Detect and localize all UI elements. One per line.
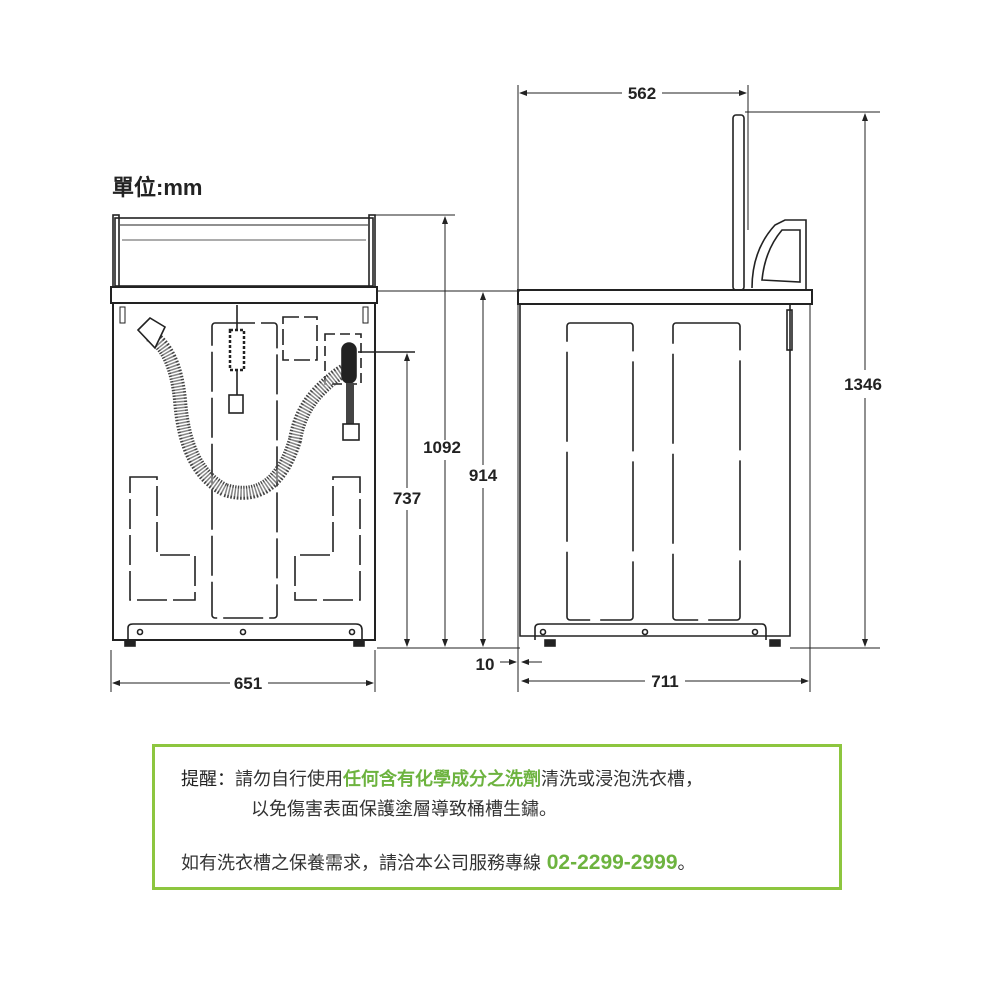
notice-text: 如有洗衣槽之保養需求，請洽本公司服務專線 — [181, 853, 541, 874]
dim-1346: 1346 — [844, 375, 882, 394]
notice-text: 清洗或浸泡洗衣槽， — [541, 769, 703, 790]
dim-651: 651 — [234, 674, 262, 693]
notice-line-2: 以免傷害表面保護塗層導致桶槽生鏽。 — [251, 799, 557, 820]
dim-10: 10 — [476, 655, 495, 674]
dim-711: 711 — [651, 672, 678, 691]
notice-line-3: 如有洗衣槽之保養需求，請洽本公司服務專線 02-2299-2999。 — [181, 849, 696, 875]
dim-914: 914 — [469, 466, 498, 485]
service-phone: 02-2299-2999 — [546, 851, 678, 874]
notice-highlight: 任何含有化學成分之洗劑 — [343, 769, 541, 790]
unit-label: 單位:mm — [112, 175, 203, 200]
notice-prefix: 提醒： — [181, 769, 235, 790]
side-view — [517, 114, 813, 647]
dim-1092: 1092 — [423, 438, 461, 457]
notice-text: 。 — [677, 853, 696, 874]
maintenance-notice-box: 提醒：請勿自行使用任何含有化學成分之洗劑清洗或浸泡洗衣槽， 以免傷害表面保護塗層… — [152, 744, 842, 890]
front-view — [110, 214, 415, 647]
washer-dimension-diagram: 1092 914 737 651 10 562 1346 711 — [110, 84, 882, 693]
dim-562: 562 — [628, 84, 656, 103]
dim-737: 737 — [393, 489, 421, 508]
dimension-lines — [110, 85, 880, 692]
notice-line-1: 提醒：請勿自行使用任何含有化學成分之洗劑清洗或浸泡洗衣槽， — [181, 765, 703, 791]
notice-text: 請勿自行使用 — [235, 769, 343, 790]
